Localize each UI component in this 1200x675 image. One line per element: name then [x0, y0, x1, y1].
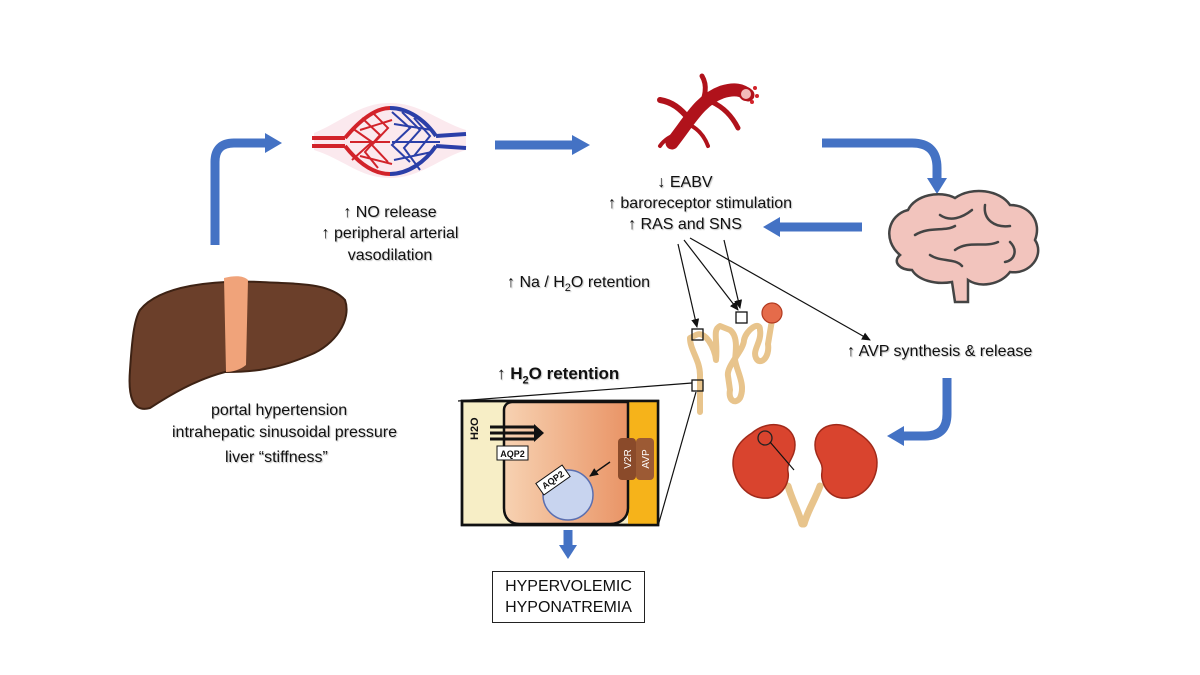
capillary-network-icon: [312, 103, 467, 178]
avp-synthesis-label: ↑ AVP synthesis & release: [847, 343, 1033, 360]
liver-label-sinusoidal-pressure: intrahepatic sinusoidal pressure: [172, 424, 398, 441]
arrow-artery-to-brain: [822, 138, 942, 180]
vessels-label-vasodilation: vasodilation: [347, 247, 433, 264]
v2r-label: V2R: [623, 449, 634, 468]
liver-label-stiffness: liver “stiffness”: [225, 449, 328, 466]
h2o-retention-main: H: [510, 364, 523, 383]
liver-icon: [128, 276, 348, 410]
v2r-receptor: [618, 438, 636, 480]
artery-label-baroreceptor: ↑ baroreceptor stimulation: [607, 195, 793, 212]
avp-cell-label: AVP: [641, 449, 652, 469]
artery-icon: [657, 73, 759, 150]
aqp2-vesicle-box: [535, 464, 571, 496]
na-h2o-retention-label: ↑ Na / H2O retention: [507, 272, 650, 299]
vessels-label-arterial: ↑ peripheral arterial: [321, 225, 459, 242]
nephron-highlight-boxes: [691, 311, 748, 392]
h2o-retention-sub: 2: [522, 374, 529, 387]
glomerulus-icon: [761, 302, 783, 324]
aqp2-membrane-box: [496, 445, 529, 461]
outcome-line-1: HYPERVOLEMIC: [505, 578, 632, 595]
liver-label-portal-hypertension: portal hypertension: [211, 402, 348, 419]
na-retention-suffix: O retention: [570, 274, 651, 291]
vessels-label-no-release: ↑ NO release: [343, 204, 437, 221]
arrow-avp-to-kidney: [902, 378, 952, 441]
kidneys-icon: [732, 424, 878, 528]
flow-arrows: [210, 138, 952, 546]
h2o-retention-prefix: ↑: [497, 364, 511, 383]
connector-lines: [457, 237, 871, 527]
avp-ligand: [636, 438, 654, 480]
h2o-retention-label: ↑ H2O retention: [497, 363, 619, 391]
nephron-icon: [687, 317, 775, 415]
brain-icon: [888, 189, 1040, 304]
arrow-liver-to-vessels: [210, 138, 265, 245]
h2o-cell-label: H2O: [469, 417, 481, 440]
aqp2-membrane-label: AQP2: [500, 449, 525, 459]
outcome-line-2: HYPONATREMIA: [505, 599, 632, 616]
na-retention-sub: 2: [564, 282, 571, 295]
flow-arrowheads: [265, 133, 947, 559]
artery-label-ras-sns: ↑ RAS and SNS: [628, 216, 742, 233]
collecting-duct-cell-inset: [460, 399, 660, 527]
h2o-retention-suffix: O retention: [528, 364, 620, 383]
na-retention-prefix: ↑ Na / H: [507, 274, 565, 291]
outcome-box: HYPERVOLEMIC HYPONATREMIA: [492, 571, 645, 623]
artery-label-eabv: ↓ EABV: [657, 174, 713, 191]
